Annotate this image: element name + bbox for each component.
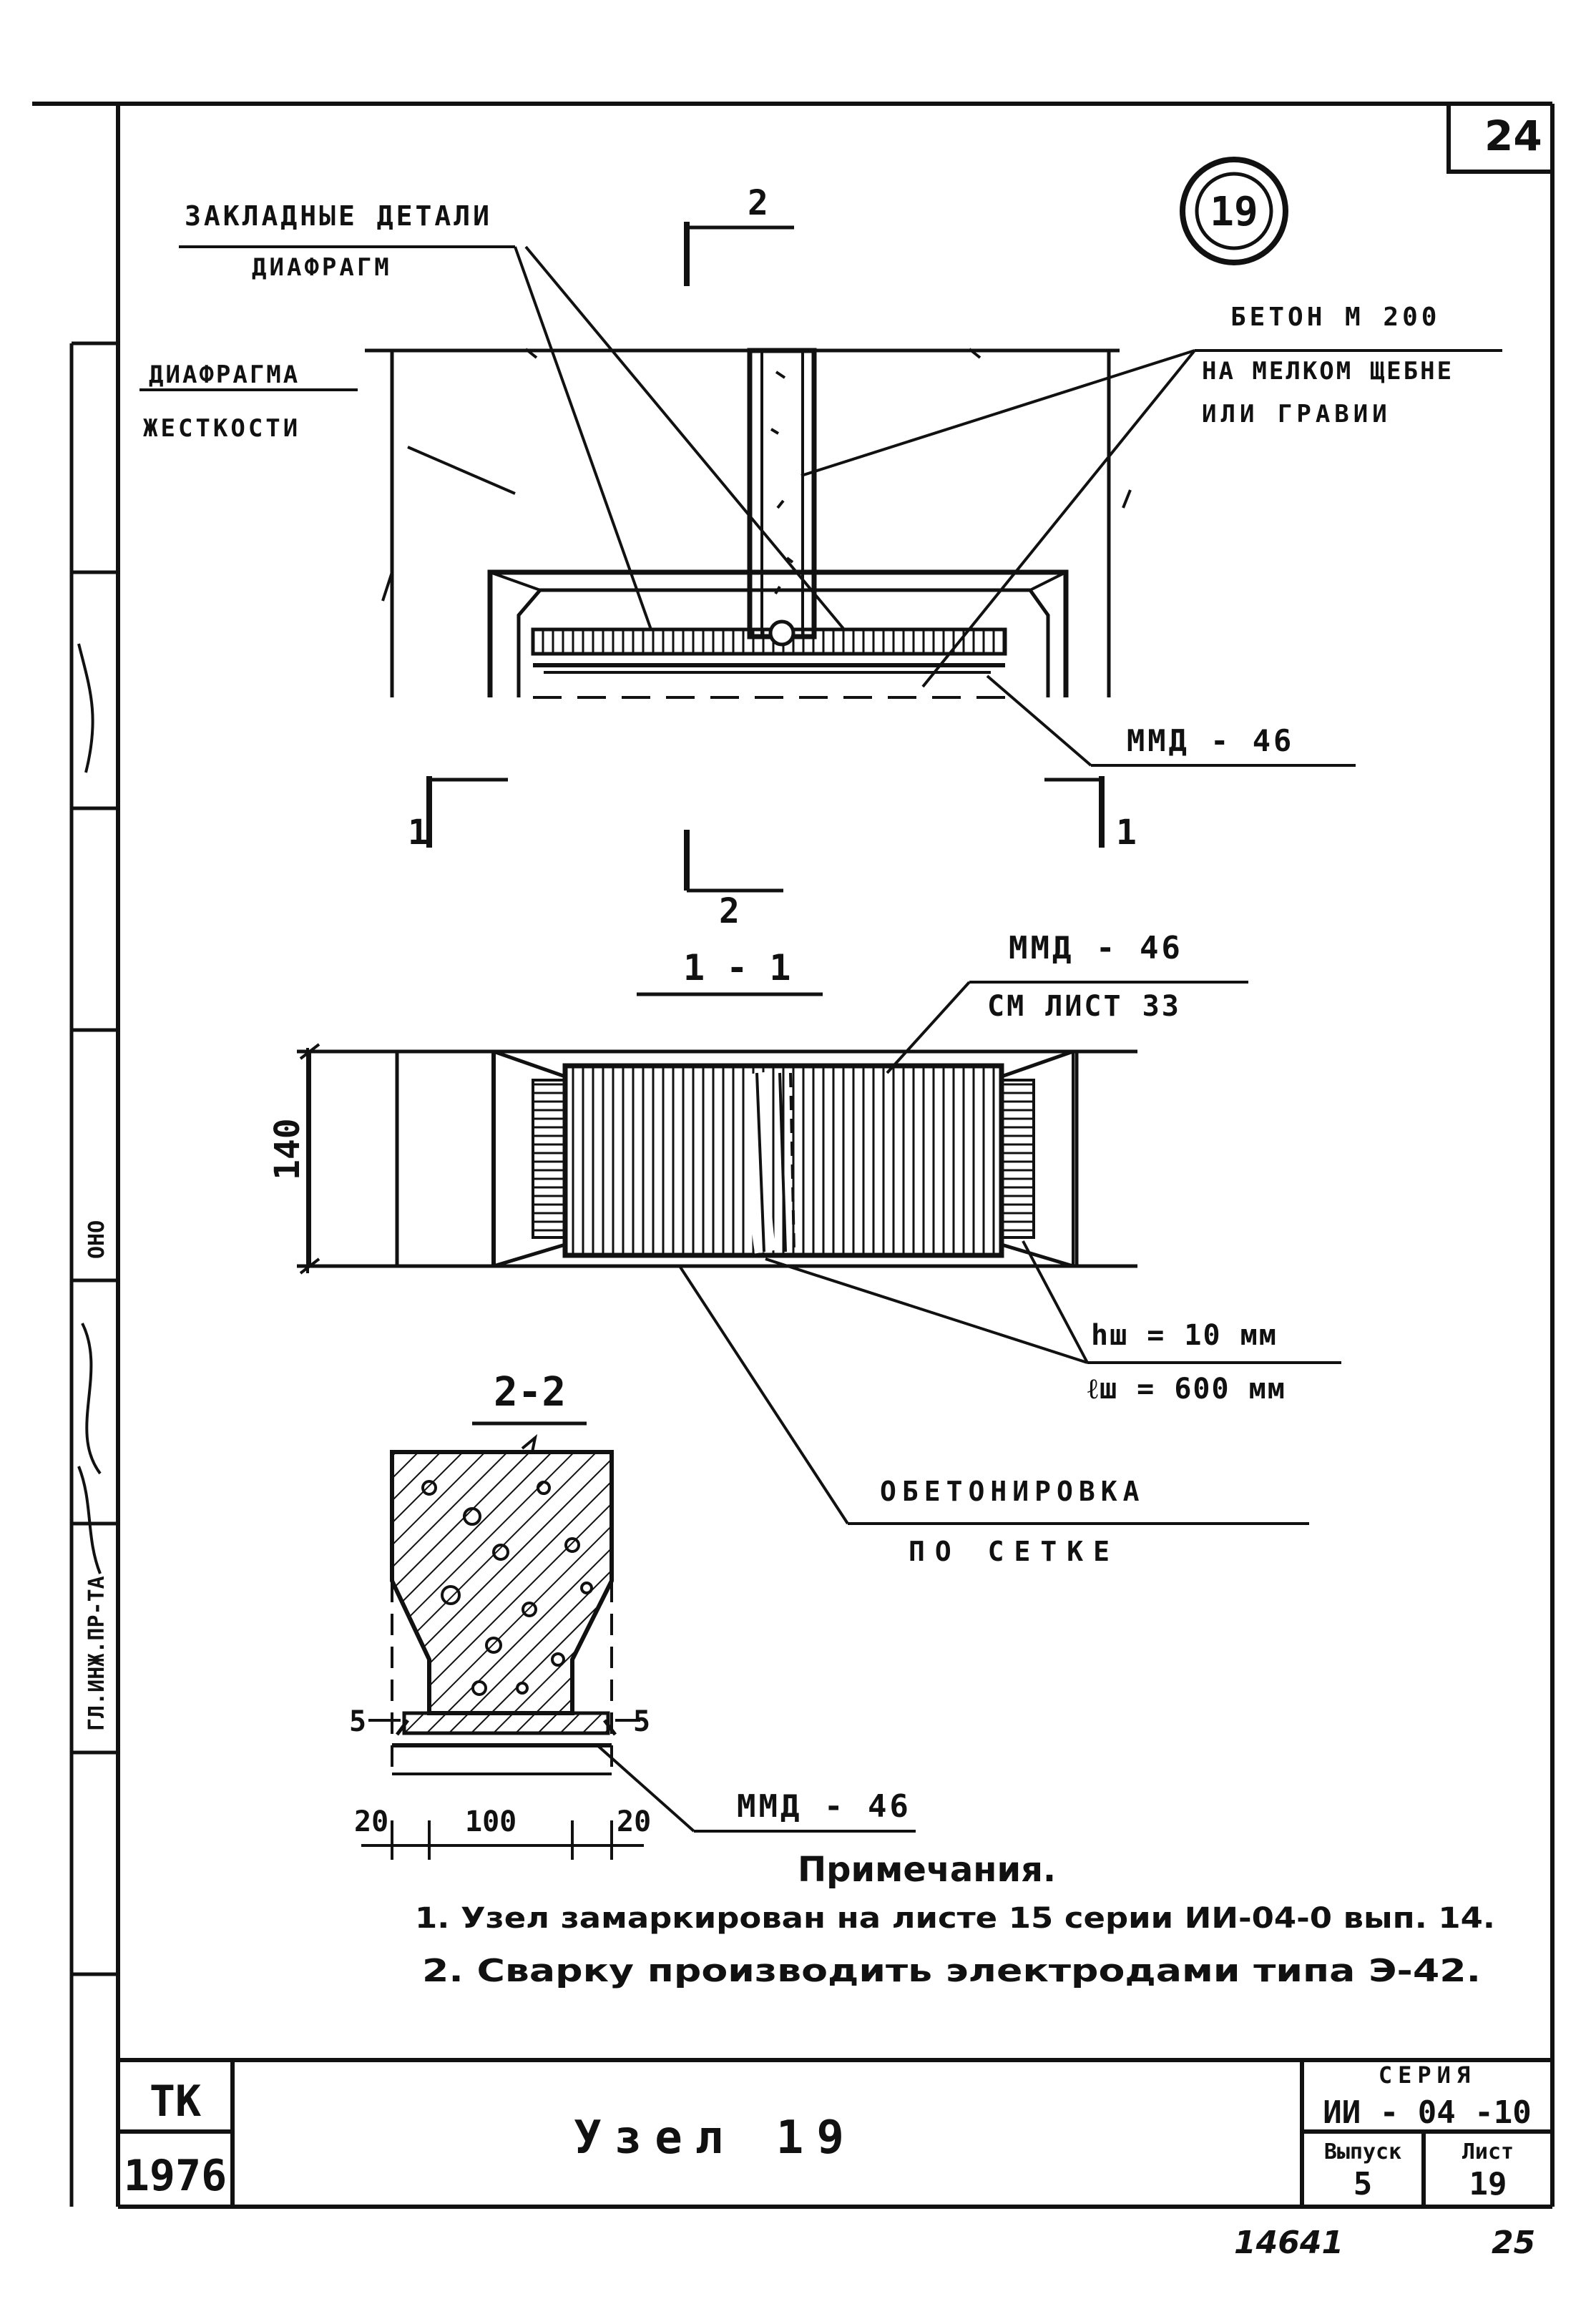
side-stamp [69,341,118,2207]
section-mark-1 [426,776,1105,848]
dimension-20-left: 20 [354,1805,388,1838]
section-2-2-view [368,1433,916,1833]
label-weld-length: ℓш = 600 мм [1087,1373,1286,1406]
titleblock-series: ИИ - 04 -10 [1323,2094,1531,2131]
label-mmd-11-line1: ММД - 46 [1009,930,1183,966]
dimension-20-right: 20 [617,1805,651,1838]
section-2-2-title: 2-2 [494,1369,566,1416]
section-mark-2-top-label: 2 [748,183,768,223]
section-mark-1-left-label: 1 [408,813,429,853]
titleblock-issue: 5 [1353,2166,1373,2202]
page-number-box [1446,104,1552,174]
bottom-number-left: 14641 [1234,2225,1343,2261]
label-concrete-line3: ИЛИ ГРАВИИ [1202,400,1391,428]
titleblock-org: ТК [150,2077,201,2127]
plan-leaders [139,245,1502,767]
node-marker-circle [1180,157,1288,265]
section-mark-2-top [684,222,794,286]
section-2-2-aggregate [421,1480,593,1696]
label-mmd-22: ММД - 46 [737,1788,911,1825]
titleblock-sheet-label: Лист [1462,2139,1514,2164]
node-marker-number: 19 [1210,189,1258,235]
label-embedded-parts-line2: ДИАФРАГМ [252,253,392,282]
titleblock-series-label: СЕРИЯ [1379,2061,1476,2089]
dimension-100: 100 [465,1805,517,1838]
section-1-1-leaders [678,981,1341,1525]
title-block [118,2060,1552,2207]
section-1-1-title: 1 - 1 [683,947,791,989]
notes-title: Примечания. [798,1850,1056,1890]
notes-item-1: 1. Узел замаркирован на листе 15 серии И… [415,1902,1495,1935]
dimension-140 [299,1043,320,1275]
titleblock-year: 1976 [124,2151,227,2201]
dimension-5-left: 5 [349,1705,366,1738]
label-embedded-parts-line1: ЗАКЛАДНЫЕ ДЕТАЛИ [185,200,492,232]
section-mark-2-bottom [684,830,783,893]
plan-view [365,348,1132,699]
label-concreting-line1: ОБЕТОНИРОВКА [880,1476,1145,1507]
label-mmd-top: ММД - 46 [1127,723,1294,758]
dimension-140-label: 140 [268,1118,308,1180]
label-concrete-line2: НА МЕЛКОМ ЩЕБНЕ [1202,357,1454,386]
dimension-5-right: 5 [633,1705,650,1738]
bottom-number-right: 25 [1492,2225,1535,2261]
label-mmd-11-line2: СМ ЛИСТ 33 [987,990,1181,1023]
sheet-frame [32,102,1555,2209]
section-mark-2-bottom-label: 2 [719,891,740,931]
dimension-line-2-2 [361,1820,644,1860]
section-mark-1-right-label: 1 [1116,813,1137,853]
side-stamp-cell-ono: ОНО [84,1220,109,1259]
side-stamp-cell-chief-engineer: ГЛ.ИНЖ.ПР-ТА [84,1576,109,1731]
label-diaphragm-line1: ДИАФРАГМА [149,361,300,389]
label-concrete-line1: БЕТОН М 200 [1230,303,1440,332]
notes-item-2: 2. Сварку производить электродами типа Э… [422,1953,1481,1989]
titleblock-issue-label: Выпуск [1324,2139,1401,2164]
label-concreting-line2: ПО СЕТКЕ [909,1536,1120,1567]
label-weld-height: hш = 10 мм [1091,1319,1278,1352]
titleblock-sheet: 19 [1469,2166,1507,2202]
section-1-1-view [297,1048,1137,1273]
titleblock-title: Узел 19 [574,2112,857,2164]
page-number: 24 [1484,112,1542,160]
label-diaphragm-line2: ЖЕСТКОСТИ [143,414,300,443]
